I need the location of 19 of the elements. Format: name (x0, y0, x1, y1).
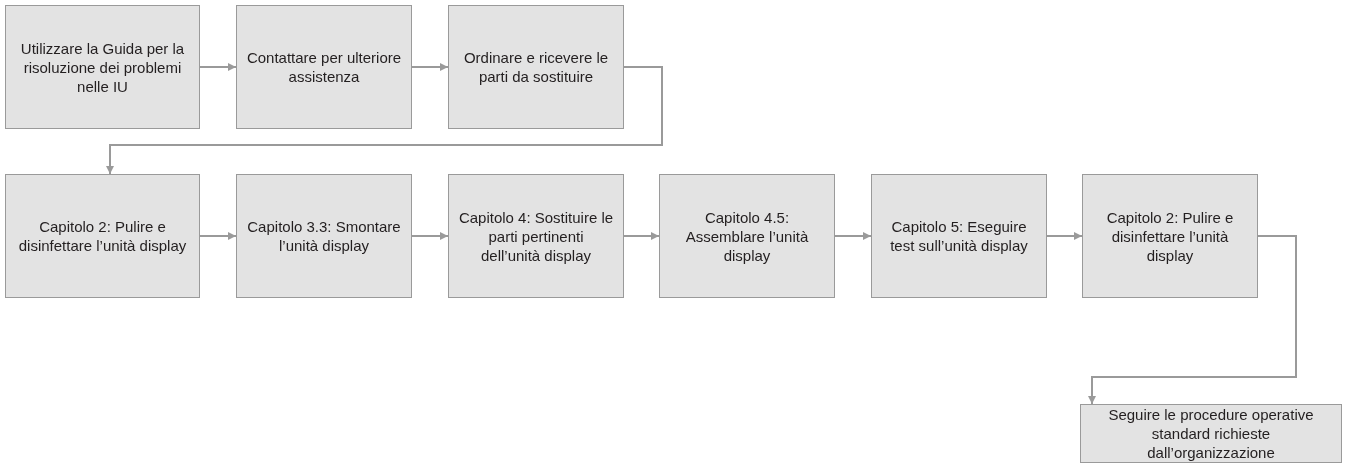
process-box: Ordinare e ricevere le parti da sostituire (448, 5, 624, 129)
arrow (623, 232, 660, 240)
process-box: Contattare per ulteriore assistenza (236, 5, 412, 129)
arrow (199, 232, 237, 240)
arrow (1046, 232, 1083, 240)
arrow (411, 63, 449, 71)
process-box: Capitolo 2: Pulire e disinfettare l’unità display (5, 174, 200, 298)
process-box: Capitolo 5: Eseguire test sull’unità display (871, 174, 1047, 298)
process-box: Seguire le procedure operative standard richieste dall’organizzazione (1080, 404, 1342, 463)
process-box: Capitolo 4.5: Assemblare l’unità display (659, 174, 835, 298)
process-box: Capitolo 4: Sostituire le parti pertinenti dell’unità display (448, 174, 624, 298)
arrow (106, 66, 663, 175)
process-box: Capitolo 3.3: Smontare l’unità display (236, 174, 412, 298)
arrow (411, 232, 449, 240)
arrow (834, 232, 872, 240)
arrow (199, 63, 237, 71)
process-box: Utilizzare la Guida per la risoluzione dei problemi nelle IU (5, 5, 200, 129)
arrow (1088, 235, 1297, 405)
process-box: Capitolo 2: Pulire e disinfettare l’unità display (1082, 174, 1258, 298)
